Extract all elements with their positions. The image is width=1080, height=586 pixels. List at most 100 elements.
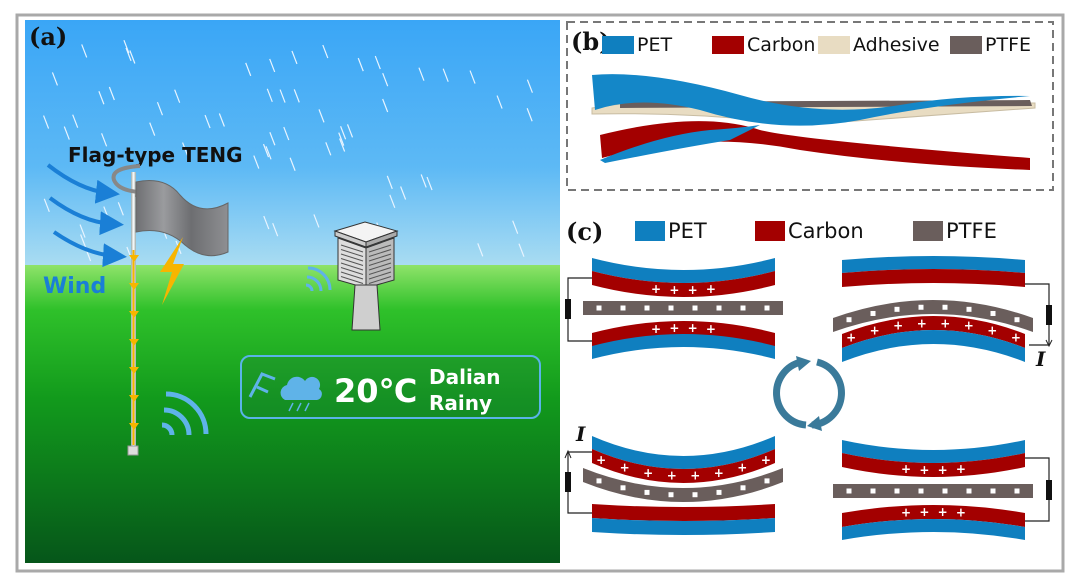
pole-base	[127, 445, 139, 456]
positive-charge: +	[919, 463, 929, 477]
rain-cloud-icon	[280, 376, 322, 412]
carbon-layer	[842, 316, 1025, 348]
raindrop	[125, 47, 132, 62]
weather-condition: Rainy	[429, 391, 492, 415]
load-resistor	[565, 299, 571, 319]
legend-label-carbon: Carbon	[747, 34, 815, 56]
raindrop	[218, 113, 225, 127]
pet-layer	[842, 519, 1025, 540]
negative-charge	[764, 478, 770, 484]
legend-label-adhesive: Adhesive	[853, 34, 940, 56]
negative-charge	[870, 310, 876, 316]
carbon-layer	[592, 449, 775, 483]
raindrop	[108, 86, 115, 101]
raindrop	[389, 194, 396, 209]
raindrop	[291, 50, 298, 65]
positive-charge: +	[987, 323, 997, 337]
positive-charge: +	[690, 469, 700, 483]
flag-teng	[135, 180, 229, 257]
raindrop	[123, 39, 130, 54]
raindrop	[382, 98, 389, 113]
positive-charge: +	[714, 466, 724, 480]
legend-label-pet: PET	[637, 34, 672, 56]
positive-charge: +	[706, 282, 716, 296]
load-resistor	[1046, 305, 1052, 325]
raindrop	[400, 186, 407, 200]
negative-charge	[846, 317, 852, 323]
raindrop	[325, 142, 332, 156]
cycle-arrowhead	[807, 416, 822, 431]
raindrop	[442, 68, 449, 82]
legend-swatch-pet	[602, 36, 634, 54]
negative-charge	[918, 304, 924, 310]
raindrop	[269, 58, 276, 73]
negative-charge	[668, 305, 674, 311]
carbon-layer	[592, 504, 775, 521]
positive-charge: +	[938, 505, 948, 519]
raindrop	[98, 91, 105, 105]
raindrop	[346, 124, 354, 138]
positive-charge: +	[846, 331, 856, 345]
negative-charge	[596, 478, 602, 484]
raindrop	[418, 67, 425, 81]
pet-layer	[592, 334, 775, 359]
raindrop	[313, 214, 320, 228]
flag-teng-title: Flag-type TENG	[68, 143, 243, 167]
ptfe-layer	[833, 484, 1033, 498]
raindrop	[293, 89, 300, 103]
legend-swatch-carbon	[755, 221, 785, 241]
negative-charge	[620, 305, 626, 311]
raindrop	[80, 234, 87, 248]
negative-charge	[1014, 488, 1020, 494]
ptfe-layer	[583, 301, 783, 315]
negative-charge	[846, 488, 852, 494]
raindrop	[182, 142, 189, 156]
negative-charge	[620, 485, 626, 491]
positive-charge: +	[901, 506, 911, 520]
raindrop	[279, 89, 286, 103]
load-resistor	[1046, 480, 1052, 500]
current-arrow	[564, 449, 572, 459]
load-resistor	[565, 472, 571, 492]
positive-charge: +	[688, 321, 698, 335]
pet-layer	[592, 436, 775, 469]
positive-charge: +	[893, 319, 903, 333]
raindrop	[129, 50, 136, 64]
raindrop	[289, 157, 296, 171]
temperature-value: 20℃	[334, 372, 417, 410]
raindrop	[266, 88, 273, 103]
weather-display: 20℃ Dalian Rainy	[240, 355, 541, 419]
raindrop	[63, 126, 70, 140]
positive-charge: +	[956, 462, 966, 476]
negative-charge	[894, 488, 900, 494]
negative-charge	[894, 306, 900, 312]
pet-layer	[842, 440, 1025, 463]
positive-charge: +	[737, 461, 747, 475]
ptfe-layer	[833, 300, 1033, 332]
cycle-arrows-icon	[773, 358, 845, 429]
negative-charge	[644, 489, 650, 495]
raindrop	[269, 132, 276, 146]
raindrop	[272, 222, 279, 237]
positive-charge: +	[669, 283, 679, 297]
negative-charge	[966, 488, 972, 494]
grass	[25, 265, 560, 563]
city-name: Dalian	[429, 365, 501, 389]
legend-swatch-ptfe	[913, 221, 943, 241]
raindrop	[357, 57, 364, 72]
rotation-arrow-icon	[111, 164, 141, 194]
positive-charge: +	[938, 463, 948, 477]
raindrop	[322, 44, 329, 59]
raindrop	[253, 155, 260, 169]
positive-charge: +	[956, 506, 966, 520]
pet-layer	[592, 258, 775, 283]
raindrop	[283, 126, 290, 141]
positive-charge: +	[667, 469, 677, 483]
raindrop	[420, 174, 427, 188]
teng-working-stages: ++++++++++++++++++++++++++++++++	[564, 256, 1053, 540]
negative-charge	[918, 488, 924, 494]
carbon-layer	[592, 271, 775, 297]
raindrop	[496, 95, 503, 109]
